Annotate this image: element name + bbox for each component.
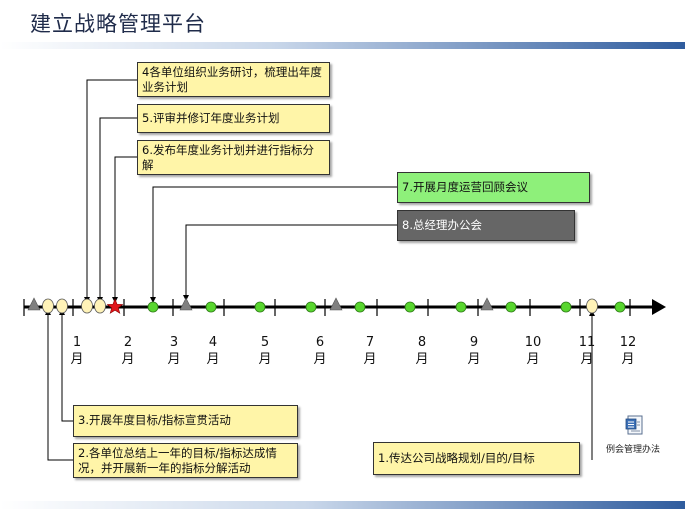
step-label-5: 5.评审并修订年度业务计划 <box>142 111 280 125</box>
yellow-marker <box>56 298 68 314</box>
triangle-marker <box>329 297 343 311</box>
triangle-marker <box>179 297 193 311</box>
step-label-2: 2.各单位总结上一年的目标/指标达成情况，并开展新一年的指标分解活动 <box>78 446 277 475</box>
connector-b3 <box>61 312 73 422</box>
step-label-6: 6.发布年度业务计划并进行指标分解 <box>142 143 314 172</box>
step-label-8: 8.总经理办公会 <box>402 218 482 232</box>
green-marker <box>305 301 317 313</box>
triangle-marker <box>27 297 41 311</box>
connector-lines <box>47 79 593 461</box>
step-box-5: 5.评审并修订年度业务计划 <box>137 104 330 133</box>
green-marker <box>254 301 266 313</box>
triangle-marker <box>480 297 494 311</box>
green-marker <box>560 301 572 313</box>
title-divider <box>0 42 685 49</box>
axis-ticks <box>23 299 631 316</box>
yellow-marker <box>94 298 106 314</box>
document-icon[interactable] <box>624 414 646 436</box>
timeline-arrowhead <box>652 299 666 315</box>
step-label-7: 7.开展月度运营回顾会议 <box>402 180 528 194</box>
step-label-1: 1.传达公司战略规划/目的/目标 <box>378 451 535 465</box>
green-marker <box>205 301 217 313</box>
triangle-markers <box>27 297 494 311</box>
star-marker <box>106 298 124 314</box>
green-marker <box>505 301 517 313</box>
green-marker <box>455 301 467 313</box>
connector-b5 <box>99 117 137 300</box>
green-marker <box>147 301 159 313</box>
yellow-marker <box>42 298 54 314</box>
green-marker <box>404 301 416 313</box>
connector-b4 <box>86 79 137 300</box>
connector-b7 <box>152 186 397 300</box>
green-markers <box>147 301 626 313</box>
green-marker <box>614 301 626 313</box>
green-marker <box>354 301 366 313</box>
yellow-marker <box>586 298 598 314</box>
step-label-3: 3.开展年度目标/指标宣贯活动 <box>78 413 231 427</box>
step-box-2: 2.各单位总结上一年的目标/指标达成情况，并开展新一年的指标分解活动 <box>73 443 298 478</box>
connector-b2 <box>47 312 73 461</box>
step-box-7: 7.开展月度运营回顾会议 <box>397 172 590 203</box>
yellow-marker <box>81 298 93 314</box>
connector-b6 <box>114 156 137 300</box>
step-box-6: 6.发布年度业务计划并进行指标分解 <box>137 140 330 175</box>
footer-divider <box>0 501 685 509</box>
step-box-1: 1.传达公司战略规划/目的/目标 <box>373 442 580 475</box>
step-box-4: 4各单位组织业务研讨，梳理出年度业务计划 <box>137 62 330 97</box>
connector-b8 <box>185 224 397 298</box>
yellow-markers <box>42 298 598 314</box>
page-title: 建立战略管理平台 <box>30 12 206 36</box>
step-label-4: 4各单位组织业务研讨，梳理出年度业务计划 <box>142 65 322 94</box>
step-box-8: 8.总经理办公会 <box>397 210 575 241</box>
document-icon-label[interactable]: 例会管理办法 <box>606 445 661 455</box>
step-box-3: 3.开展年度目标/指标宣贯活动 <box>73 405 298 437</box>
